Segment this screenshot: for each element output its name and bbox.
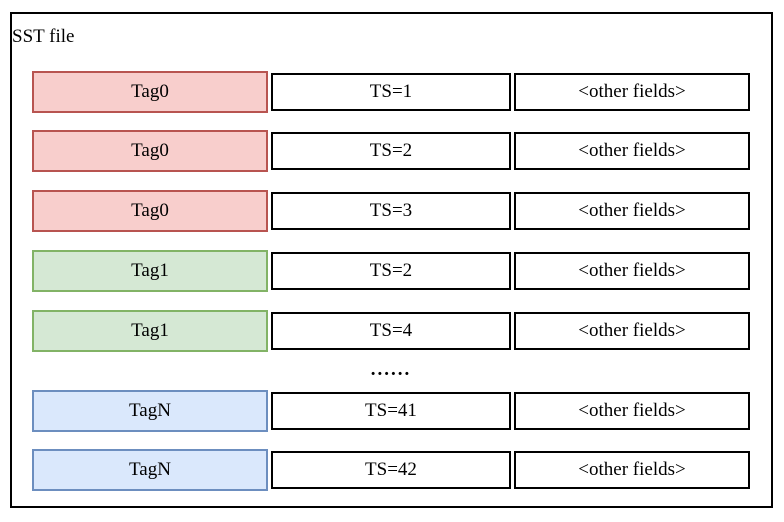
other-fields-cell: <other fields> — [514, 252, 750, 290]
record-row: Tag0 TS=1 <other fields> — [32, 71, 750, 113]
timestamp-cell: TS=1 — [271, 73, 511, 111]
other-fields-cell: <other fields> — [514, 192, 750, 230]
record-row: Tag1 TS=4 <other fields> — [32, 310, 750, 352]
sst-file-container: SST file Tag0 TS=1 <other fields> Tag0 T… — [10, 12, 773, 508]
ellipsis-indicator: ...... — [370, 359, 412, 380]
record-row: Tag1 TS=2 <other fields> — [32, 250, 750, 292]
timestamp-cell: TS=41 — [271, 392, 511, 430]
tag-cell: Tag0 — [32, 130, 268, 172]
diagram-title: SST file — [12, 26, 75, 47]
timestamp-cell: TS=2 — [271, 252, 511, 290]
other-fields-cell: <other fields> — [514, 73, 750, 111]
other-fields-cell: <other fields> — [514, 132, 750, 170]
timestamp-cell: TS=4 — [271, 312, 511, 350]
timestamp-cell: TS=2 — [271, 132, 511, 170]
tag-cell: TagN — [32, 449, 268, 491]
record-row: TagN TS=41 <other fields> — [32, 390, 750, 432]
other-fields-cell: <other fields> — [514, 451, 750, 489]
other-fields-cell: <other fields> — [514, 392, 750, 430]
tag-cell: Tag1 — [32, 250, 268, 292]
other-fields-cell: <other fields> — [514, 312, 750, 350]
record-row: Tag0 TS=2 <other fields> — [32, 130, 750, 172]
record-row: TagN TS=42 <other fields> — [32, 449, 750, 491]
timestamp-cell: TS=3 — [271, 192, 511, 230]
record-row: Tag0 TS=3 <other fields> — [32, 190, 750, 232]
tag-cell: TagN — [32, 390, 268, 432]
timestamp-cell: TS=42 — [271, 451, 511, 489]
tag-cell: Tag1 — [32, 310, 268, 352]
tag-cell: Tag0 — [32, 71, 268, 113]
tag-cell: Tag0 — [32, 190, 268, 232]
